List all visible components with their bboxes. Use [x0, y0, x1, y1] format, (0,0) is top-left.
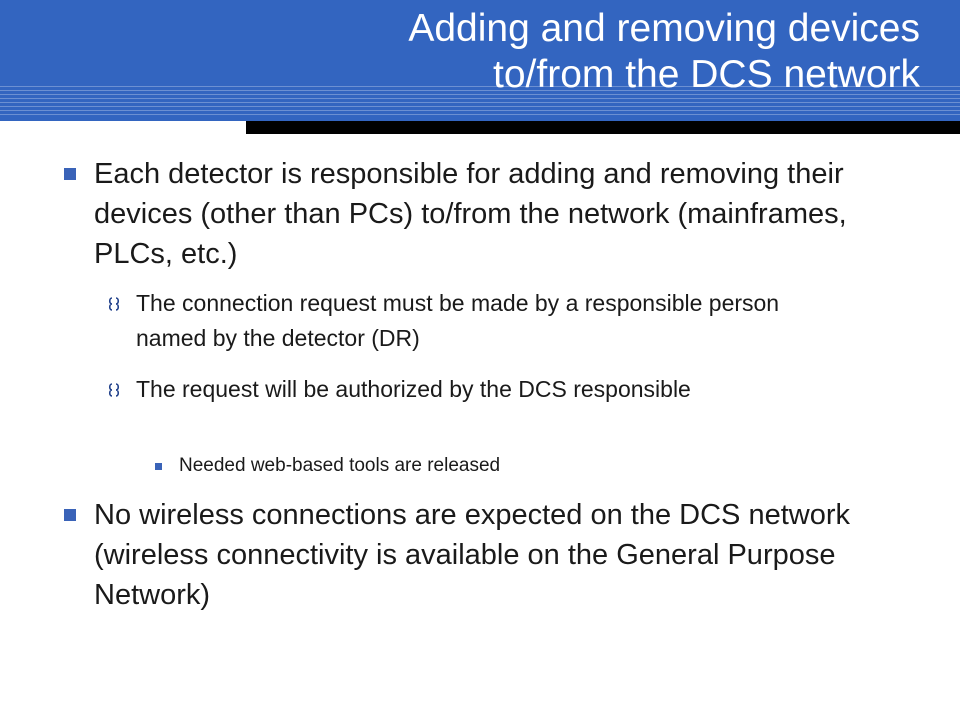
- bullet-text: Needed web-based tools are released: [179, 455, 501, 476]
- bullet-text: Each detector is responsible for adding …: [94, 158, 847, 270]
- square-bullet-icon: [64, 509, 76, 521]
- bullet-level-1: Each detector is responsible for adding …: [64, 154, 864, 274]
- bullet-level-2: The connection request must be made by a…: [108, 286, 808, 356]
- slide-title-line-1: Adding and removing devices: [408, 7, 920, 50]
- wingding-bullet-icon: [108, 297, 120, 311]
- bullet-text: No wireless connections are expected on …: [94, 499, 850, 611]
- header-dark-bar: [246, 121, 960, 134]
- bullet-level-2: The request will be authorized by the DC…: [108, 372, 808, 407]
- bullet-text: The request will be authorized by the DC…: [136, 376, 691, 402]
- wingding-bullet-icon: [108, 383, 120, 397]
- square-bullet-icon: [64, 168, 76, 180]
- slide-title: Adding and removing devices to/from the …: [120, 6, 920, 98]
- bullet-level-3: Needed web-based tools are released: [155, 453, 805, 479]
- slide-title-line-2: to/from the DCS network: [493, 53, 920, 96]
- header-band: [0, 0, 960, 121]
- header-decorative-lines: [0, 86, 960, 116]
- square-bullet-icon: [155, 463, 162, 470]
- bullet-level-1: No wireless connections are expected on …: [64, 495, 884, 615]
- bullet-text: The connection request must be made by a…: [136, 290, 780, 351]
